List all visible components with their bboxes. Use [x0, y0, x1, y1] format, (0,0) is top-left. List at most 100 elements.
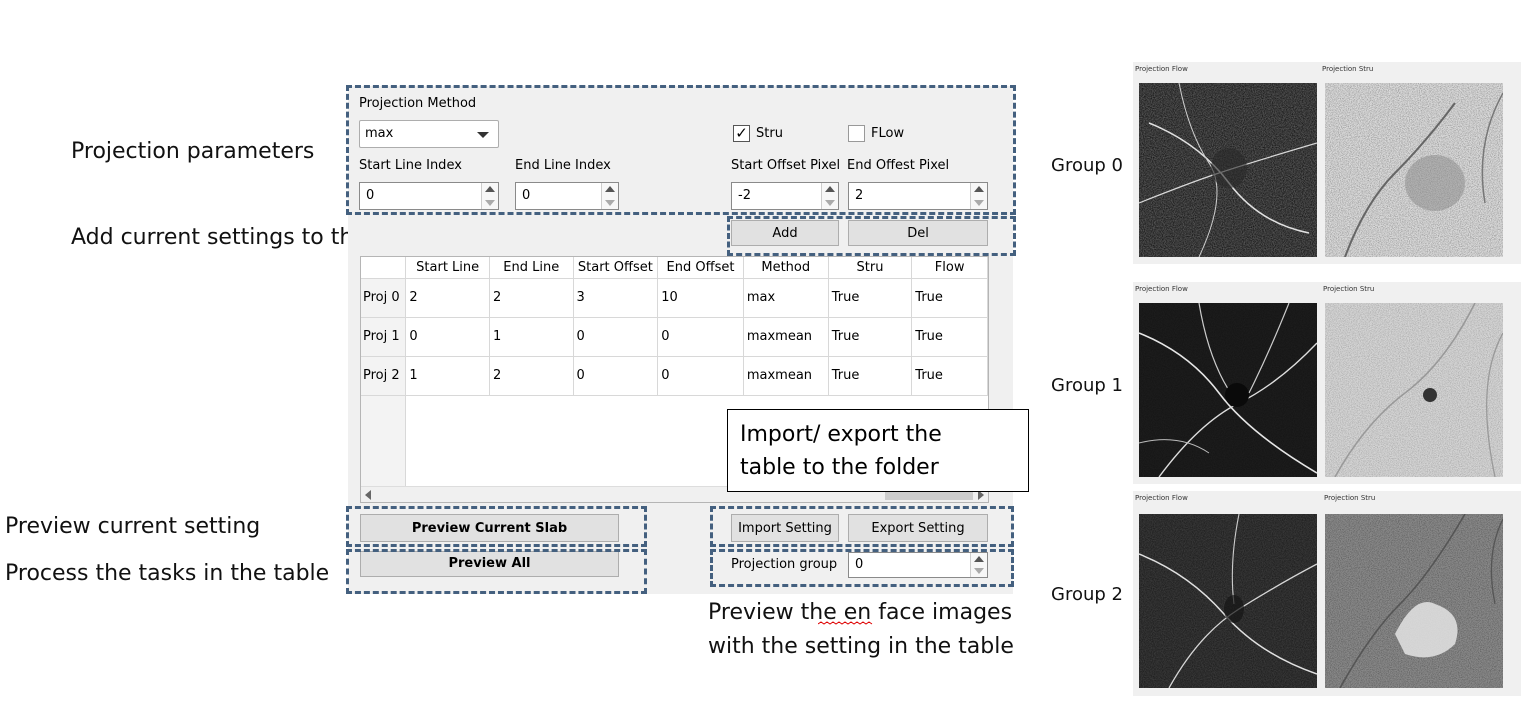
column-header[interactable]: Method	[743, 257, 829, 279]
projection-group-highlight-box	[710, 549, 1014, 587]
column-header[interactable]: Stru	[828, 257, 913, 279]
stru-checkbox[interactable]: ✓	[733, 125, 750, 142]
arrow-up-icon	[825, 186, 835, 192]
spin-buttons[interactable]	[970, 183, 987, 209]
spin-buttons[interactable]	[821, 183, 838, 209]
flow-checkbox[interactable]	[848, 125, 865, 142]
preview-all-button[interactable]: Preview All	[360, 551, 619, 577]
table-cell[interactable]: 0	[405, 317, 490, 357]
scrollbar-thumb[interactable]	[885, 489, 973, 500]
arrow-right-icon[interactable]	[978, 490, 984, 500]
table-cell[interactable]: 0	[657, 356, 744, 396]
group-2-flow-image	[1139, 514, 1317, 688]
group-2-panel: Projection Flow Projection Stru	[1133, 491, 1521, 696]
start-offset-spinbox[interactable]: -2	[731, 182, 839, 210]
table-cell[interactable]: 0	[573, 317, 659, 357]
group-0-panel: Projection Flow Projection Stru	[1133, 62, 1521, 264]
preview-all-highlight-box	[346, 549, 647, 594]
annotation-preview-current: Preview current setting	[5, 514, 261, 539]
projection-method-label: Projection Method	[359, 96, 477, 111]
projection-table[interactable]: Start Line End Line Start Offset End Off…	[360, 256, 989, 503]
row-header-filler	[361, 396, 406, 486]
table-cell[interactable]: maxmean	[743, 356, 829, 396]
column-header[interactable]: End Line	[489, 257, 574, 279]
stru-caption: Projection Stru	[1323, 285, 1375, 293]
row-header[interactable]: Proj 2	[361, 356, 407, 396]
flow-caption: Projection Flow	[1135, 494, 1188, 502]
arrow-up-icon	[485, 186, 495, 192]
table-row[interactable]: Proj 2 1 2 0 0 maxmean True True	[361, 356, 988, 396]
chevron-down-icon	[477, 132, 489, 138]
import-setting-button[interactable]: Import Setting	[731, 514, 839, 542]
table-row[interactable]: Proj 0 2 2 3 10 max True True	[361, 278, 988, 318]
table-cell[interactable]: 1	[489, 317, 574, 357]
arrow-left-icon[interactable]	[365, 490, 371, 500]
group-1-label: Group 1	[1051, 375, 1123, 396]
table-cell[interactable]: 10	[657, 278, 744, 318]
callout-line-2: table to the folder	[740, 455, 939, 480]
table-cell[interactable]: True	[828, 317, 913, 357]
group-0-label: Group 0	[1051, 155, 1123, 176]
end-line-value: 0	[522, 188, 531, 203]
start-line-value: 0	[366, 188, 375, 203]
flow-caption: Projection Flow	[1135, 285, 1188, 293]
table-cell[interactable]: 1	[405, 356, 490, 396]
projection-method-combo[interactable]: max	[359, 120, 499, 148]
column-header[interactable]: Start Offset	[573, 257, 659, 279]
row-header[interactable]: Proj 1	[361, 317, 407, 357]
row-header[interactable]: Proj 0	[361, 278, 407, 318]
table-cell[interactable]: True	[911, 356, 988, 396]
export-setting-button[interactable]: Export Setting	[848, 514, 988, 542]
arrow-down-icon	[605, 200, 615, 206]
end-offset-spinbox[interactable]: 2	[848, 182, 988, 210]
table-cell[interactable]: True	[911, 278, 988, 318]
preview-current-slab-button[interactable]: Preview Current Slab	[360, 514, 619, 542]
table-cell[interactable]: 0	[657, 317, 744, 357]
end-offset-label: End Offest Pixel	[847, 158, 950, 173]
import-export-highlight-box	[710, 506, 1014, 547]
table-cell[interactable]: maxmean	[743, 317, 829, 357]
table-header-row: Start Line End Line Start Offset End Off…	[361, 257, 988, 279]
annotation-process-tasks: Process the tasks in the table	[5, 561, 330, 586]
spin-buttons[interactable]	[601, 183, 618, 209]
del-button[interactable]: Del	[848, 220, 988, 246]
group-1-stru-image	[1325, 303, 1503, 477]
arrow-up-icon	[605, 186, 615, 192]
column-header[interactable]: Start Line	[405, 257, 490, 279]
end-line-spinbox[interactable]: 0	[515, 182, 619, 210]
import-export-callout: Import/ export the table to the folder	[727, 409, 1029, 492]
start-line-spinbox[interactable]: 0	[359, 182, 499, 210]
callout-line-1: Import/ export the	[740, 422, 942, 447]
table-cell[interactable]: True	[911, 317, 988, 357]
table-cell[interactable]: 2	[489, 356, 574, 396]
params-highlight-box	[346, 85, 1016, 215]
table-cell[interactable]: True	[828, 278, 913, 318]
table-cell[interactable]: 2	[489, 278, 574, 318]
projection-group-spinbox[interactable]: 0	[848, 552, 988, 578]
start-offset-value: -2	[738, 188, 751, 203]
table-cell[interactable]: 0	[573, 356, 659, 396]
table-row[interactable]: Proj 1 0 1 0 0 maxmean True True	[361, 317, 988, 357]
column-header[interactable]: End Offset	[657, 257, 744, 279]
start-offset-label: Start Offset Pixel	[731, 158, 841, 173]
annotation-preview-enface-2: with the setting in the table	[708, 634, 1014, 659]
spin-buttons[interactable]	[970, 553, 987, 577]
arrow-down-icon	[974, 200, 984, 206]
arrow-down-icon	[485, 200, 495, 206]
annotation-preview-enface-1: Preview the en face images	[708, 600, 1013, 625]
group-2-label: Group 2	[1051, 584, 1123, 605]
column-header[interactable]: Flow	[911, 257, 988, 279]
group-1-flow-image	[1139, 303, 1317, 477]
table-cell[interactable]: True	[828, 356, 913, 396]
projection-group-label: Projection group	[731, 557, 838, 572]
group-0-stru-image	[1325, 83, 1503, 257]
table-cell[interactable]: max	[743, 278, 829, 318]
arrow-down-icon	[825, 200, 835, 206]
add-del-highlight-box	[727, 216, 1016, 256]
add-button[interactable]: Add	[731, 220, 839, 246]
table-cell[interactable]: 2	[405, 278, 490, 318]
spin-buttons[interactable]	[481, 183, 498, 209]
arrow-up-icon	[974, 186, 984, 192]
arrow-down-icon	[974, 568, 984, 574]
table-cell[interactable]: 3	[573, 278, 659, 318]
